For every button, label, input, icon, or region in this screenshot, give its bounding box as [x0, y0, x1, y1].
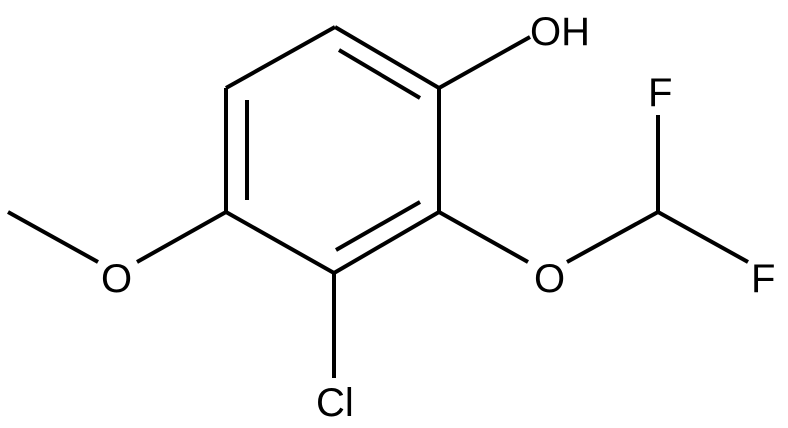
bond-ring-top-right-inner — [337, 48, 422, 100]
atom-label-methoxy-oxygen: O — [101, 257, 132, 301]
bond-ring-bottom-left — [225, 210, 335, 275]
atom-label-ether-oxygen: O — [534, 257, 565, 301]
bond-ring-to-methoxy-oxygen — [136, 210, 227, 264]
atom-label-fluorine-bottom: F — [751, 257, 775, 301]
bond-ring-to-ether-oxygen — [438, 210, 529, 264]
bond-ring-to-hydroxyl — [438, 35, 531, 90]
bond-ring-top-right — [333, 25, 441, 90]
atom-label-fluorine-top: F — [648, 71, 672, 115]
benzene-ring — [224, 25, 441, 275]
atom-label-chlorine: Cl — [316, 381, 354, 425]
atom-label-hydroxyl: OH — [530, 10, 590, 54]
bond-ring-bottom-right — [332, 210, 441, 275]
bond-ether-oxygen-to-carbon — [566, 210, 659, 264]
bond-methoxy-oxygen-to-methyl — [7, 210, 99, 264]
bond-ring-bottom-right-inner — [335, 200, 421, 252]
bond-ring-top — [225, 25, 336, 90]
bond-carbon-to-fluorine-bottom — [657, 210, 749, 264]
